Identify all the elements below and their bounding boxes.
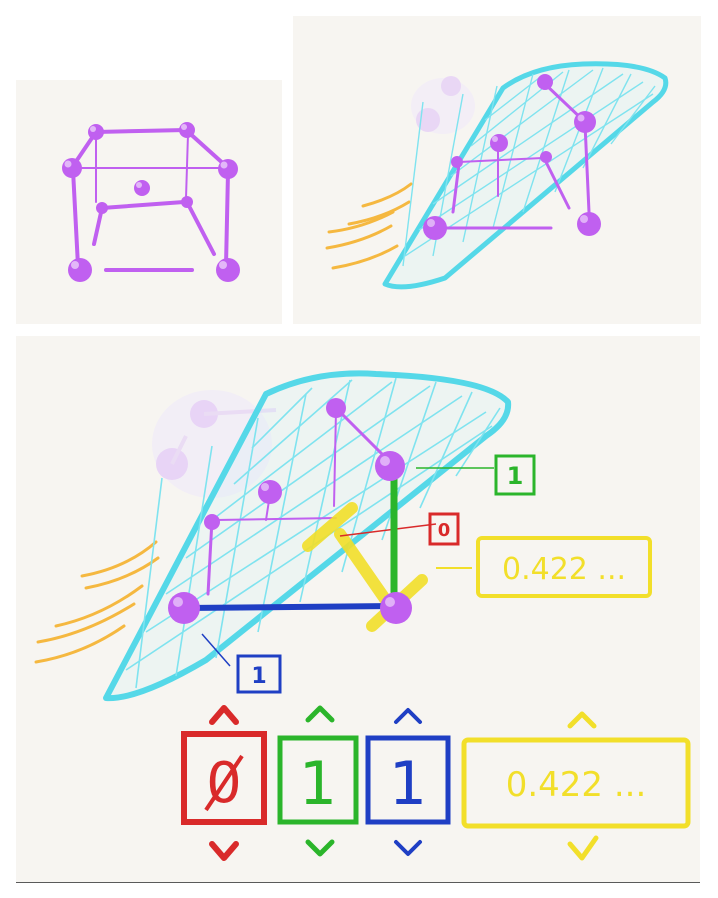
- vertex: [380, 592, 412, 624]
- cube-edge: [184, 128, 228, 168]
- chevron-down-icon[interactable]: [209, 841, 239, 861]
- green-callout-value: 1: [507, 462, 524, 490]
- chevron-down-icon[interactable]: [567, 835, 599, 861]
- blue-stepper[interactable]: 1: [365, 708, 451, 856]
- chevron-down-icon[interactable]: [305, 839, 335, 857]
- vertex: [490, 134, 508, 152]
- green-callout: 1: [494, 454, 536, 496]
- yellow-callout: 0.422 ...: [476, 536, 652, 598]
- cube-edge: [100, 200, 186, 210]
- red-callout-value: 0: [438, 520, 451, 541]
- cube-drawing: [62, 122, 240, 282]
- vertex: [216, 258, 240, 282]
- blue-edge: [183, 603, 397, 611]
- vertex: [451, 156, 463, 168]
- cube-edge: [94, 128, 188, 134]
- cube-edge: [92, 206, 104, 246]
- chevron-down-icon[interactable]: [394, 840, 422, 856]
- vertex: [68, 258, 92, 282]
- red-callout: 0: [428, 512, 460, 546]
- vertex: [134, 180, 150, 196]
- green-value: 1: [299, 749, 337, 819]
- cube-edge: [186, 202, 216, 256]
- vertex: [574, 111, 596, 133]
- blue-value: 1: [389, 749, 427, 819]
- vertex: [204, 514, 220, 530]
- vertex: [375, 451, 405, 481]
- vertex: [577, 212, 601, 236]
- cube-edge: [185, 133, 189, 199]
- faded-vertices: [152, 390, 277, 498]
- vertex: [181, 196, 193, 208]
- green-value-box: [277, 735, 359, 825]
- blue-callout: 1: [236, 654, 282, 694]
- vertex: [537, 74, 553, 90]
- blue-callout-value: 1: [251, 664, 266, 689]
- chevron-up-icon[interactable]: [305, 705, 335, 723]
- vertex: [96, 202, 108, 214]
- chevron-up-icon[interactable]: [394, 708, 422, 724]
- chevron-up-icon[interactable]: [209, 705, 239, 725]
- vertex: [62, 158, 82, 178]
- wind-lines: [325, 182, 413, 270]
- vertex: [423, 216, 447, 240]
- red-value-box: [181, 731, 267, 825]
- green-stepper[interactable]: 1: [277, 705, 359, 857]
- plane-cut-drawing: [325, 61, 669, 290]
- yellow-value: 0.422 ...: [506, 765, 647, 805]
- yellow-callout-value: 0.422 ...: [502, 552, 626, 587]
- cube-edge: [224, 170, 230, 268]
- vertex: [168, 592, 200, 624]
- yellow-stepper[interactable]: 0.422 ...: [461, 711, 691, 861]
- detail-drawing: 1 0 0.422 ... 1 0: [34, 370, 691, 861]
- plane-cut-panel: [293, 16, 701, 324]
- wind-lines: [34, 540, 160, 664]
- bottom-divider: [16, 882, 700, 883]
- detail-panel: 1 0 0.422 ... 1 0: [16, 336, 700, 882]
- vertex: [258, 480, 282, 504]
- vertex: [88, 124, 104, 140]
- vertex: [218, 159, 238, 179]
- blue-value-box: [365, 735, 451, 825]
- red-stepper[interactable]: 0: [181, 705, 267, 861]
- vertex: [179, 122, 195, 138]
- cube-edge: [71, 168, 80, 268]
- yellow-value-box: [461, 737, 691, 829]
- blue-leader: [201, 633, 231, 667]
- vertex: [540, 151, 552, 163]
- chevron-up-icon[interactable]: [567, 711, 597, 729]
- red-edge: [339, 523, 437, 537]
- cube-panel: [16, 80, 282, 324]
- cutting-plane: [103, 370, 512, 702]
- vertex: [326, 398, 346, 418]
